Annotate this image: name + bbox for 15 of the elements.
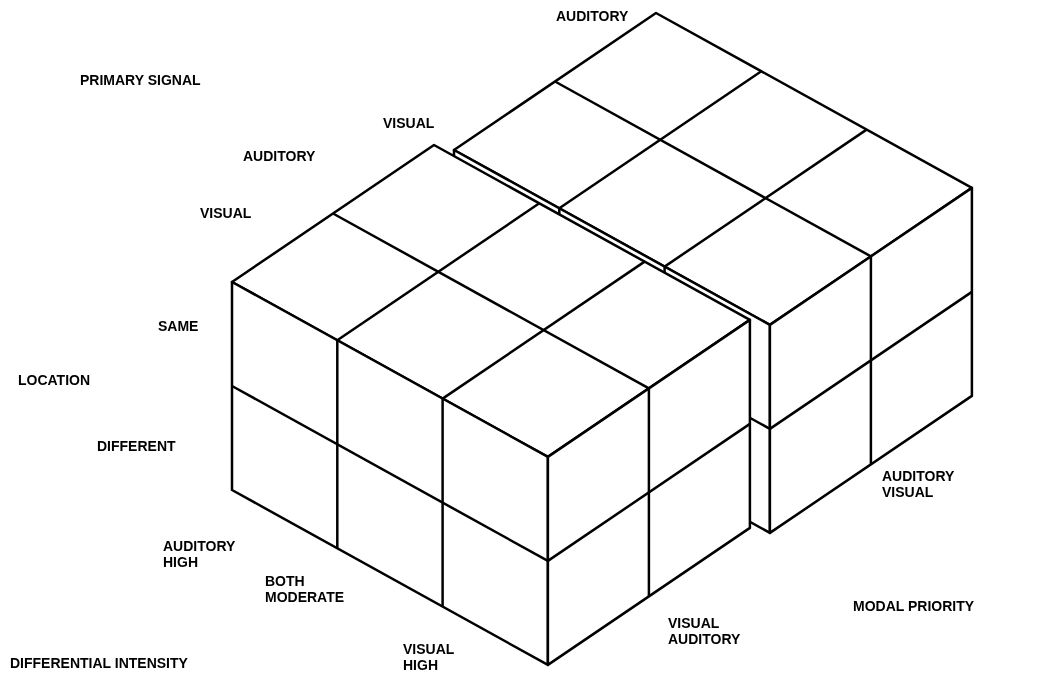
category-label: AUDITORY HIGH	[163, 538, 236, 570]
category-label: VISUAL	[383, 115, 435, 131]
category-label: AUDITORY VISUAL	[882, 468, 955, 500]
axis-label: MODAL PRIORITY	[853, 598, 975, 614]
category-label: VISUAL	[200, 205, 252, 221]
category-label: VISUAL AUDITORY	[668, 615, 741, 647]
axis-label: DIFFERENTIAL INTENSITY	[10, 655, 188, 671]
axis-label: LOCATION	[18, 372, 91, 388]
category-label: BOTH MODERATE	[265, 573, 345, 605]
category-label: SAME	[158, 318, 199, 334]
category-label: VISUAL HIGH	[403, 641, 455, 673]
category-label: DIFFERENT	[97, 438, 176, 454]
category-label: AUDITORY	[243, 148, 316, 164]
axis-label: PRIMARY SIGNAL	[80, 72, 201, 88]
category-label: AUDITORY	[556, 8, 629, 24]
